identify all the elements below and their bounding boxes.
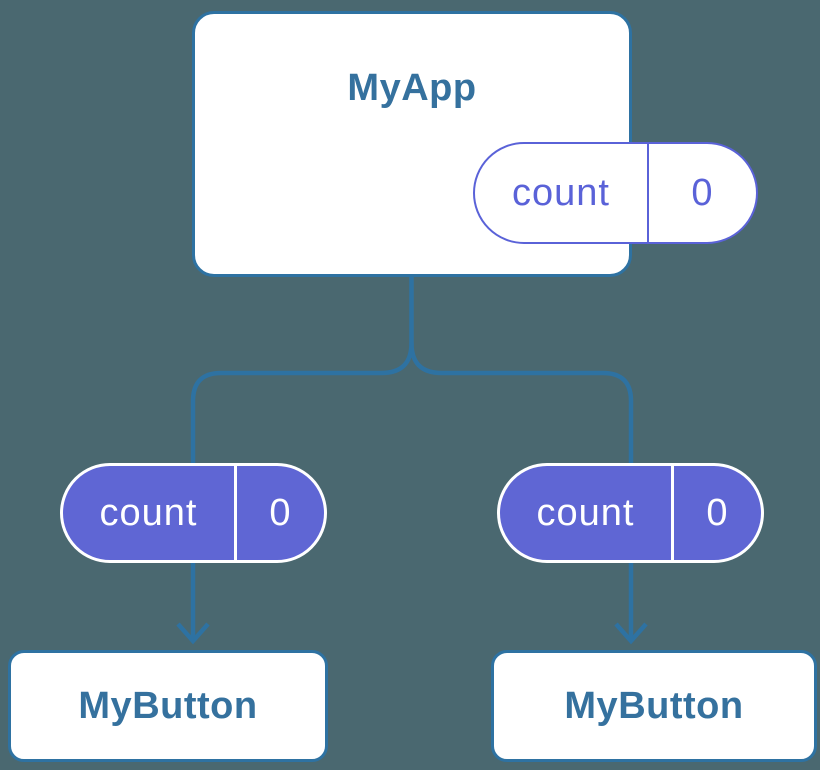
- root-component-title: MyApp: [347, 67, 477, 109]
- arrow-down-icon: [176, 622, 210, 645]
- pill-divider: [671, 466, 674, 560]
- child-component-card: MyButton: [8, 650, 328, 762]
- pill-divider: [647, 144, 649, 242]
- child-state-pill: count 0: [60, 463, 327, 563]
- state-name: count: [512, 171, 610, 214]
- root-state-pill: count 0: [473, 142, 758, 244]
- state-value: 0: [691, 171, 714, 214]
- pill-divider: [234, 466, 237, 560]
- child-component-title: MyButton: [78, 685, 258, 727]
- connector-branch-right: [409, 342, 634, 639]
- state-name: count: [99, 491, 198, 534]
- state-value: 0: [706, 491, 729, 534]
- child-state-pill: count 0: [497, 463, 764, 563]
- state-name: count: [536, 491, 635, 534]
- arrow-down-icon: [614, 622, 648, 645]
- connector-branch-left: [190, 342, 414, 639]
- child-component-title: MyButton: [564, 685, 744, 727]
- child-component-card: MyButton: [491, 650, 817, 762]
- state-value: 0: [269, 491, 292, 534]
- root-component-card: MyApp count 0: [192, 11, 758, 277]
